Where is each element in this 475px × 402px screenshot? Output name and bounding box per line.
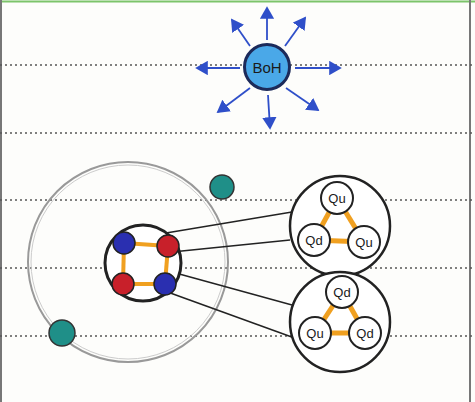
quark-circle: Qd [348,316,382,350]
quark-circle: Qd [325,275,359,309]
node-label: Qu [328,192,345,205]
node-label: BoH [252,60,281,75]
quark-circle: Qu [347,225,381,259]
quark-circle: Qu [298,316,332,350]
quark-circle: Qd [297,223,331,257]
quark-circle: Qu [320,181,354,215]
node-label: Qu [306,327,323,340]
node-label: Qu [355,236,372,249]
glowing-circle: BoH [243,43,291,91]
node-label: Qd [305,234,322,247]
node-label: Qd [356,327,373,340]
node-label: Qd [333,286,350,299]
